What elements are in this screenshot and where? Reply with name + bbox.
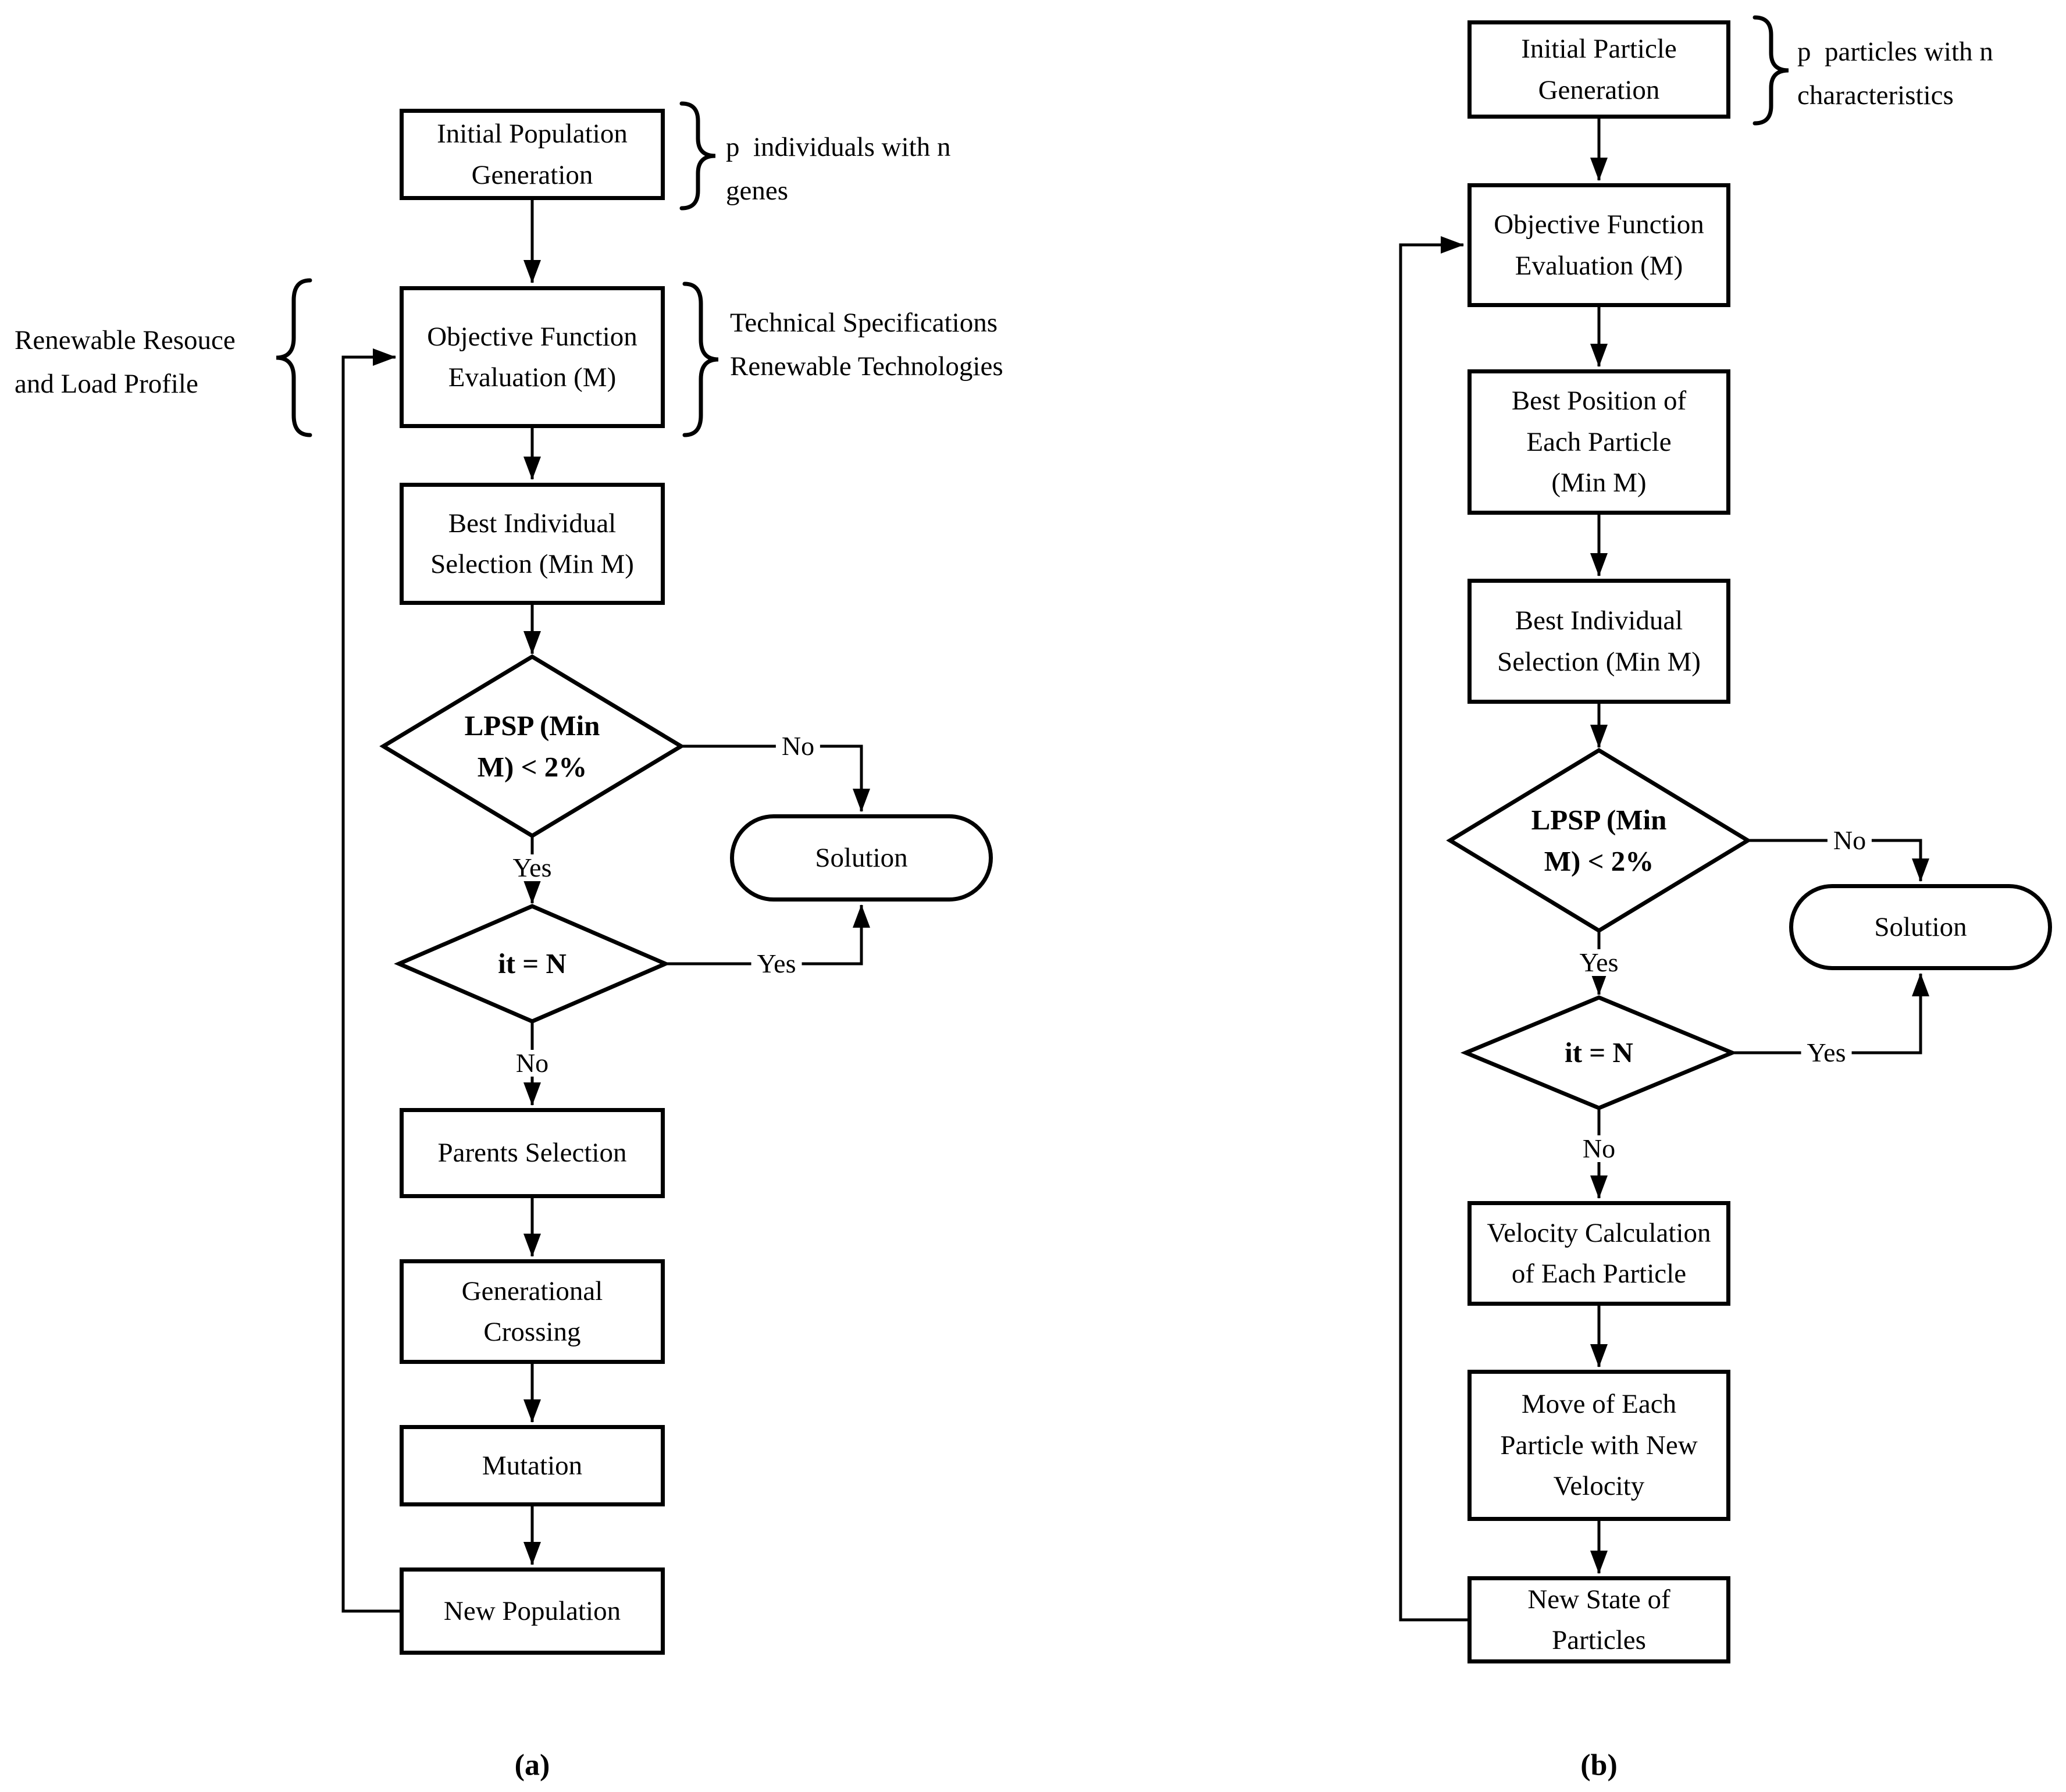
decision-a-iteration-shape <box>394 904 671 1024</box>
annotation-technical-specifications: Technical Specifications Renewable Techn… <box>730 308 1003 382</box>
node-objective-function-evaluation-b: Objective Function Evaluation (M) <box>1467 183 1730 307</box>
node-initial-particle-generation: Initial Particle Generation <box>1467 20 1730 119</box>
figure-label-a: (a) <box>514 1748 550 1782</box>
decision-a-lpsp-label: LPSP (Min M) < 2% <box>464 709 600 783</box>
right-brace-a-population-icon <box>679 101 716 211</box>
edge-label-b-lpsp-yes: Yes <box>1573 949 1625 976</box>
feedback-a-newpop-to-objective <box>341 348 400 1613</box>
left-brace-a-resource-icon <box>276 278 312 437</box>
node-new-population: New Population <box>400 1567 665 1655</box>
feedback-b-newstate-to-objective <box>1399 236 1467 1622</box>
edge-label-a-lpsp-yes: Yes <box>507 854 558 881</box>
branch-a-lpsp-no-to-solution <box>681 744 870 812</box>
right-brace-a-techspecs-icon <box>682 282 719 437</box>
edge-label-b-iteration-no: No <box>1576 1135 1622 1162</box>
decision-a-iteration-label: it = N <box>498 947 567 980</box>
annotation-individuals-genes: p individuals with n genes <box>726 132 951 206</box>
node-best-individual-selection-a: Best Individual Selection (Min M) <box>400 483 665 605</box>
branch-b-lpsp-no-to-solution <box>1748 839 1929 882</box>
branch-a-itn-yes-to-solution <box>665 904 870 966</box>
node-generational-crossing: Generational Crossing <box>400 1259 665 1364</box>
annotation-renewable-resource-load: Renewable Resouce and Load Profile <box>15 325 236 400</box>
edge-label-a-lpsp-no: No <box>775 733 821 760</box>
terminator-solution-b: Solution <box>1789 884 2052 970</box>
decision-b-iteration-label: it = N <box>1565 1036 1633 1069</box>
node-parents-selection: Parents Selection <box>400 1108 665 1198</box>
node-move-each-particle: Move of Each Particle with New Velocity <box>1467 1370 1730 1521</box>
edge-label-a-iteration-no: No <box>510 1050 555 1077</box>
node-best-position-each-particle: Best Position of Each Particle (Min M) <box>1467 369 1730 515</box>
node-velocity-calculation: Velocity Calculation of Each Particle <box>1467 1201 1730 1306</box>
node-mutation: Mutation <box>400 1425 665 1506</box>
node-new-state-of-particles: New State of Particles <box>1467 1576 1730 1663</box>
node-objective-function-evaluation-a: Objective Function Evaluation (M) <box>400 286 665 428</box>
branch-b-itn-yes-to-solution <box>1732 973 1929 1054</box>
node-initial-population-generation: Initial Population Generation <box>400 109 665 200</box>
decision-b-lpsp-shape <box>1446 747 1752 934</box>
decision-b-iteration-shape <box>1460 995 1738 1110</box>
annotation-particles-characteristics: p particles with n characteristics <box>1797 37 1993 111</box>
edge-label-a-iteration-yes: Yes <box>751 950 802 977</box>
edge-label-b-lpsp-no: No <box>1827 827 1872 854</box>
node-best-individual-selection-b: Best Individual Selection (Min M) <box>1467 579 1730 704</box>
right-brace-b-particles-icon <box>1752 15 1789 126</box>
decision-a-lpsp-shape <box>379 654 685 839</box>
decision-b-lpsp-label: LPSP (Min M) < 2% <box>1531 803 1667 877</box>
terminator-solution-a: Solution <box>730 814 993 902</box>
edge-label-b-iteration-yes: Yes <box>1801 1039 1852 1066</box>
figure-label-b: (b) <box>1580 1748 1618 1782</box>
